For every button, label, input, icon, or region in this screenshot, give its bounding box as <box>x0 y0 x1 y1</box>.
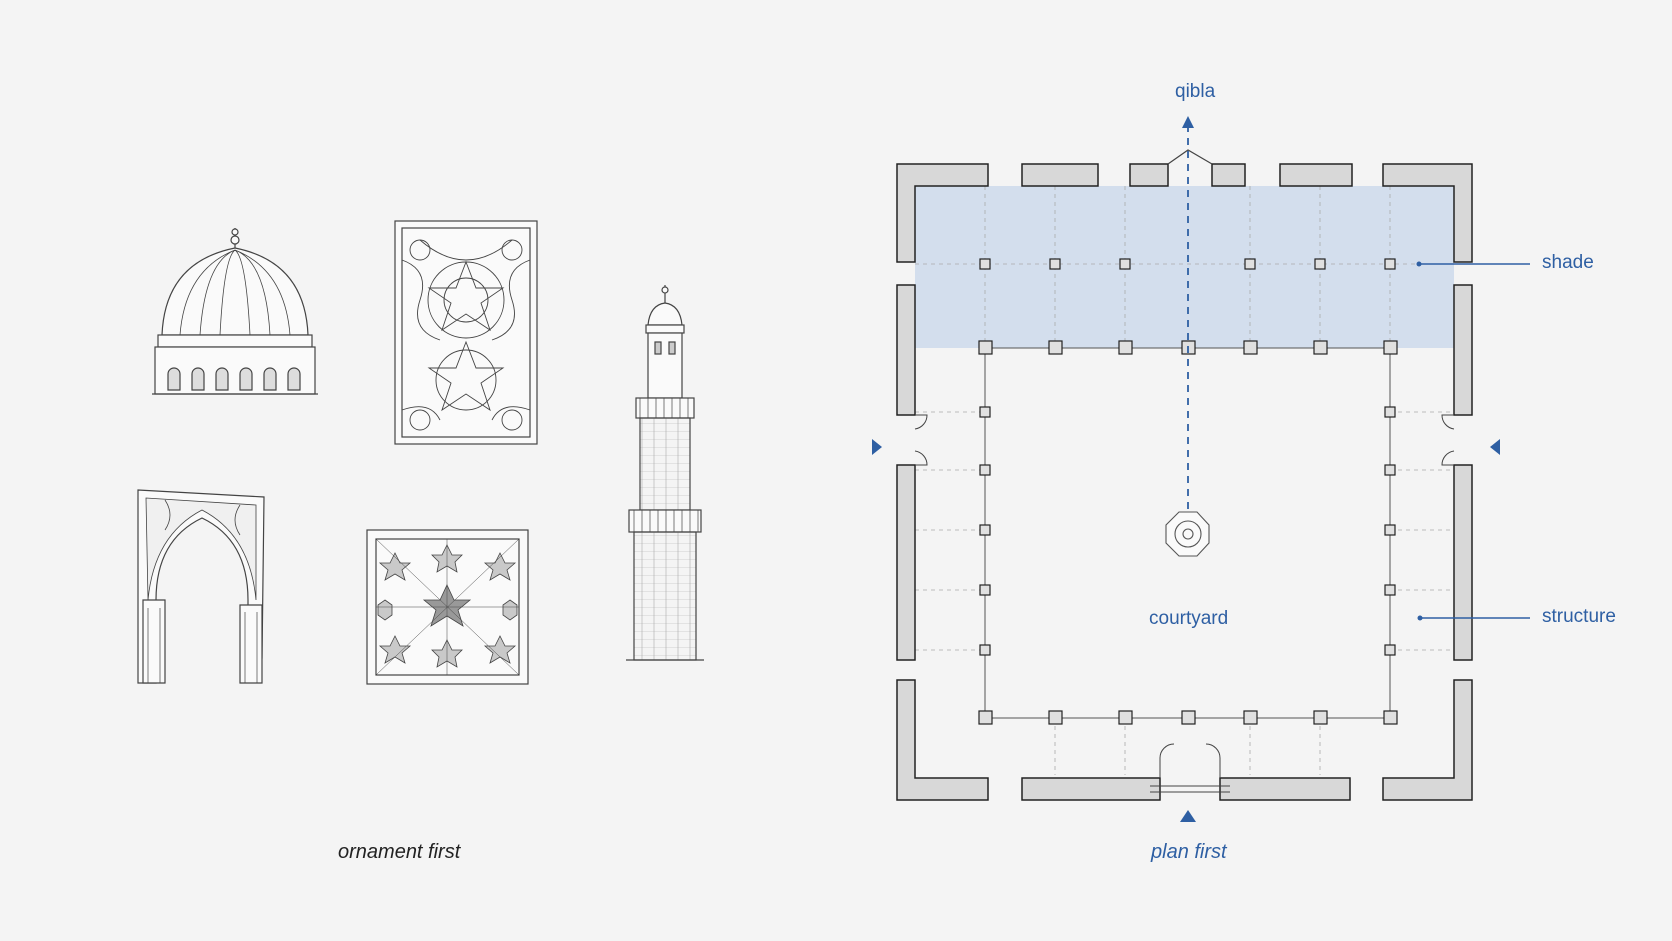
mihrab <box>1167 149 1213 165</box>
left-entry-arrow <box>872 439 882 455</box>
qibla-label: qibla <box>1175 81 1216 102</box>
ornament-first-caption: ornament first <box>338 841 461 863</box>
piers <box>978 258 1398 725</box>
qibla-arrow <box>1182 116 1194 128</box>
arch-sketch <box>137 489 265 684</box>
structure-label: structure <box>1542 606 1616 627</box>
dome-sketch <box>152 228 318 395</box>
outer-walls <box>896 163 1473 801</box>
minaret-sketch <box>626 285 704 661</box>
carved-panel <box>394 220 538 445</box>
shade-label: shade <box>1542 252 1594 273</box>
annotations <box>872 116 1530 822</box>
shade-zone <box>915 186 1454 348</box>
plan-first-caption: plan first <box>1151 841 1227 863</box>
star-tile-panel <box>366 529 529 685</box>
right-entry-arrow <box>1490 439 1500 455</box>
fountain <box>1165 511 1210 557</box>
floor-plan <box>896 149 1473 801</box>
bottom-entry-arrow <box>1180 810 1196 822</box>
courtyard-label: courtyard <box>1149 608 1229 629</box>
